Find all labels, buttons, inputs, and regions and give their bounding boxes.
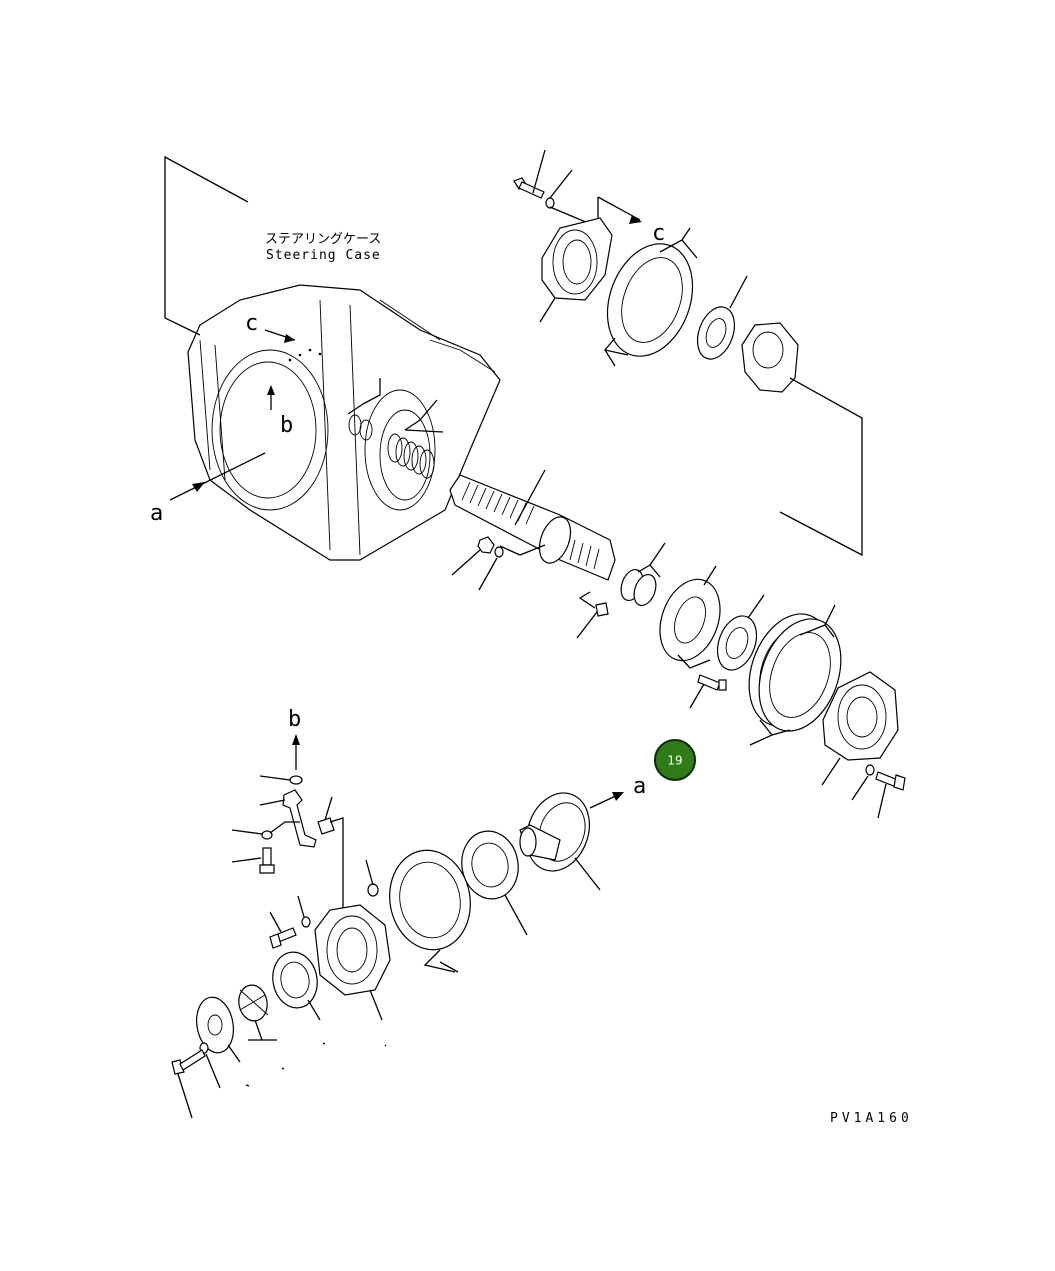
shaft-nut-left [451, 536, 495, 576]
cover-washer-left [297, 895, 311, 928]
leader [347, 378, 381, 415]
ref-c-left-arrowhead [284, 334, 295, 343]
main-shaft [449, 469, 616, 581]
dot [288, 358, 292, 362]
case-label-en: Steering Case [266, 248, 381, 263]
ref-c-right-arrowhead [629, 215, 642, 224]
lower-cover [314, 904, 391, 1021]
ref-c-right: c [652, 221, 665, 246]
small-nut-lower [365, 859, 379, 897]
lock-plate [238, 984, 277, 1041]
ref-b-left-arrowhead [267, 385, 275, 395]
dot [318, 352, 322, 356]
dot [308, 348, 312, 352]
ref-b-top: b [288, 707, 301, 732]
leader [404, 399, 444, 433]
yoke-flange [519, 792, 601, 891]
ref-a-left-arrow [169, 452, 266, 501]
mid-bolt [689, 674, 727, 709]
marker-badge[interactable] [654, 739, 696, 781]
marker-number: 19 [667, 754, 682, 768]
ref-b-top-arrowhead [292, 734, 300, 745]
pipe-washer-mid [231, 821, 300, 840]
leader-frame-left [164, 155, 249, 336]
upper-washer [545, 169, 573, 209]
lower-gasket [389, 849, 471, 973]
ref-b-left: b [280, 413, 293, 438]
cover-bolt-left [269, 911, 297, 949]
pipe-bolt [231, 847, 275, 874]
end-bolt [171, 1049, 206, 1119]
leader-stub [322, 1042, 326, 1045]
pipe-fitting [317, 796, 344, 908]
upper-bolt [513, 149, 546, 199]
ref-a-right: a [633, 774, 646, 799]
leader-stub [245, 1084, 250, 1087]
upper-bearing [696, 275, 748, 360]
seal-rings [620, 542, 666, 607]
dot [298, 353, 302, 357]
ref-a-left: a [150, 501, 163, 526]
steering-case-housing [187, 284, 501, 561]
ref-a-right-arrowhead [612, 792, 624, 801]
right-cover-plate [821, 671, 899, 786]
mid-gasket-pair [748, 604, 842, 746]
callout-marker-19[interactable]: 19 [654, 739, 696, 781]
bearing-cage [659, 565, 721, 669]
pipe-washer-top [259, 775, 303, 785]
mid-bearing [716, 594, 765, 671]
leader-stub [384, 1044, 387, 1047]
shaft-small-bolt [576, 591, 609, 639]
lower-bearing [461, 830, 528, 936]
end-plate [196, 996, 241, 1063]
ref-c-left: c [245, 311, 258, 336]
upper-gasket [603, 227, 698, 367]
drawing-code: PV1A160 [830, 1111, 913, 1126]
ref-a-left-arrowhead [192, 482, 205, 492]
leader-stub [281, 1067, 285, 1070]
shaft-washer-left [478, 544, 546, 591]
oil-pipe [259, 789, 317, 848]
right-bolt [875, 771, 906, 819]
right-washer [851, 764, 875, 801]
case-label-jp: ステアリングケース [265, 232, 381, 247]
upper-nut [741, 322, 863, 557]
upper-cover-plate [539, 217, 613, 323]
lower-bearing-2 [272, 951, 321, 1021]
